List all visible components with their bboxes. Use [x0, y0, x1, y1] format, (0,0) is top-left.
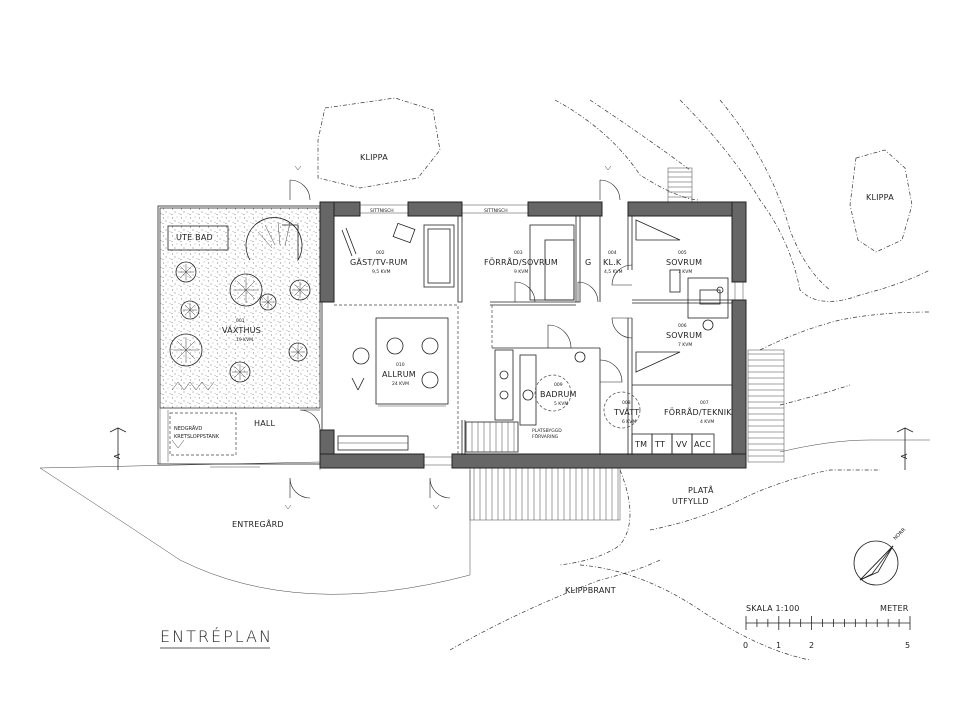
forrad-sovrum-area: 9 KVM [514, 269, 528, 275]
klk-area: 4,5 KVM [604, 269, 623, 275]
label-g: G [585, 258, 591, 267]
label-entregard: ENTREGÅRD [232, 518, 284, 529]
gast-num: 002 [376, 250, 385, 256]
badrum-area: 5 KVM [554, 401, 568, 407]
badrum-name: BADRUM [540, 390, 577, 399]
scale-label: SKALA 1:100 [746, 604, 800, 613]
sovrum1-area: 7 KVM [678, 269, 692, 275]
forrad-sovrum-num: 003 [514, 250, 523, 256]
scale-tick-0: 0 [743, 641, 748, 650]
greenhouse-hatching [171, 381, 215, 449]
gast-area: 9,5 KVM [372, 269, 391, 275]
label-plata: PLATÅ [688, 484, 714, 495]
vaxthus-num: 001 [236, 318, 245, 324]
sovrum1-name: SOVRUM [666, 258, 702, 267]
sovrum1-num: 005 [678, 250, 687, 256]
plan-title: ENTRÉPLAN [160, 627, 273, 646]
label-klippa-1: KLIPPA [360, 153, 388, 162]
scale-unit: METER [880, 604, 909, 613]
north-label: NORR [893, 527, 908, 542]
tvatt-name: TVÄTT [613, 407, 639, 417]
platsbygg-1: PLATSBYGGD [532, 428, 562, 434]
section-mark-right: A [900, 453, 909, 459]
sittnisch-2: SITTNISCH [484, 208, 508, 214]
sovrum2-area: 7 KVM [678, 342, 692, 348]
sovrum2-name: SOVRUM [666, 331, 702, 340]
scale-tick-1: 1 [776, 641, 781, 650]
label-klippbrant: KLIPPBRANT [565, 586, 616, 595]
tvatt-area: 6 KVM [622, 419, 636, 425]
door-swings [284, 165, 633, 510]
terrain-lines [39, 97, 931, 661]
allrum-num: 010 [396, 362, 405, 368]
greenhouse-plants [169, 261, 311, 383]
forrad-sovrum-name: FÖRRÅD/SOVRUM [484, 256, 558, 267]
vaxthus-area: 19 KVM [236, 337, 253, 343]
sittnisch-1: SITTNISCH [370, 208, 394, 214]
label-klippa-2: KLIPPA [866, 193, 894, 202]
interior-walls [334, 215, 732, 455]
section-mark-left: A [113, 453, 122, 459]
sovrum2-num: 006 [678, 323, 687, 329]
furniture [337, 219, 729, 455]
scale-bar: SKALA 1:100 METER 0 1 2 5 [743, 604, 911, 650]
label-utfylld: UTFYLLD [672, 497, 709, 506]
label-ute-bad: UTE BAD [176, 233, 213, 242]
forrad-teknik-num: 007 [700, 400, 709, 406]
utility-tm: TM [634, 440, 647, 449]
exterior-walls [319, 201, 747, 469]
vaxthus-name: VÄXTHUS [222, 325, 261, 335]
platsbygg-2: FÖRVARING [532, 433, 559, 440]
tank-line-1: NEDGRÄVD [174, 425, 202, 432]
badrum-num: 009 [554, 382, 563, 388]
north-arrow: NORR [853, 527, 908, 586]
scale-tick-2: 2 [809, 641, 814, 650]
utility-acc: ACC [694, 440, 711, 449]
section-marks [109, 427, 914, 470]
forrad-teknik-area: 4 KVM [700, 419, 714, 425]
allrum-area: 24 KVM [392, 381, 409, 387]
forrad-teknik-name: FÖRRÅD/TEKNIK [664, 406, 732, 417]
scale-tick-5: 5 [905, 641, 910, 650]
gast-name: GÄST/TV-RUM [350, 257, 408, 267]
label-hall: HALL [254, 419, 276, 428]
klk-num: 004 [608, 250, 617, 256]
utility-tt: TT [654, 440, 665, 449]
tvatt-num: 008 [622, 400, 631, 406]
allrum-name: ALLRUM [382, 370, 416, 379]
klk-name: KL.K [603, 258, 622, 267]
tank-line-2: KRETSLOPPSTANK [174, 434, 220, 440]
utility-vv: VV [676, 440, 688, 449]
